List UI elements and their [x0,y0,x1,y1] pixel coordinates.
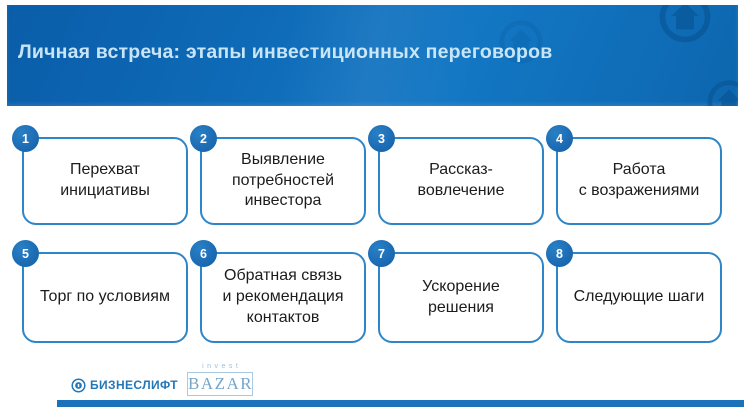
investbazar-logo: invest BAZAR [187,363,253,396]
investbazar-wordmark: BAZAR [187,372,253,396]
house-circle-icon [706,79,738,106]
step-card: 7 Ускорение решения [368,240,544,343]
step-number-badge: 7 [368,240,395,267]
step-card: 4 Работа с возражениями [546,125,722,225]
step-number-badge: 8 [546,240,573,267]
step-label: Торг по условиям [40,288,170,306]
step-number-badge: 5 [12,240,39,267]
step-label: Ускорение решения [422,277,500,316]
step-label: Выявление потребностей инвестора [231,150,335,210]
step-label: Обратная связь и рекомендация контактов [222,267,344,326]
businesslift-wordmark: БИЗНЕСЛИФТ [90,378,178,392]
house-circle-icon [658,5,712,44]
step-card: 1 Перехват инициативы [12,125,188,225]
step-card: 6 Обратная связь и рекомендация контакто… [190,240,366,343]
step-label: Рассказ- вовлечение [417,161,505,199]
step-number-badge: 6 [190,240,217,267]
house-circle-icon [498,19,544,65]
investbazar-wordmark-top: invest [202,363,242,370]
step-label: Следующие шаги [573,288,705,306]
step-number-badge: 3 [368,125,395,152]
businesslift-logo: БИЗНЕСЛИФТ [71,377,178,393]
step-number-badge: 1 [12,125,39,152]
step-number-badge: 2 [190,125,217,152]
slide-title: Личная встреча: этапы инвестиционных пер… [18,41,553,63]
elevator-circle-icon [71,377,86,393]
bottom-accent-bar [57,400,744,407]
step-card: 5 Торг по условиям [12,240,188,343]
step-card: 8 Следующие шаги [546,240,722,343]
step-card: 2 Выявление потребностей инвестора [190,125,366,225]
step-label: Работа с возражениями [578,161,700,199]
step-card: 3 Рассказ- вовлечение [368,125,544,225]
step-label: Перехват инициативы [60,161,150,199]
step-number-badge: 4 [546,125,573,152]
header-banner: Личная встреча: этапы инвестиционных пер… [7,5,738,106]
